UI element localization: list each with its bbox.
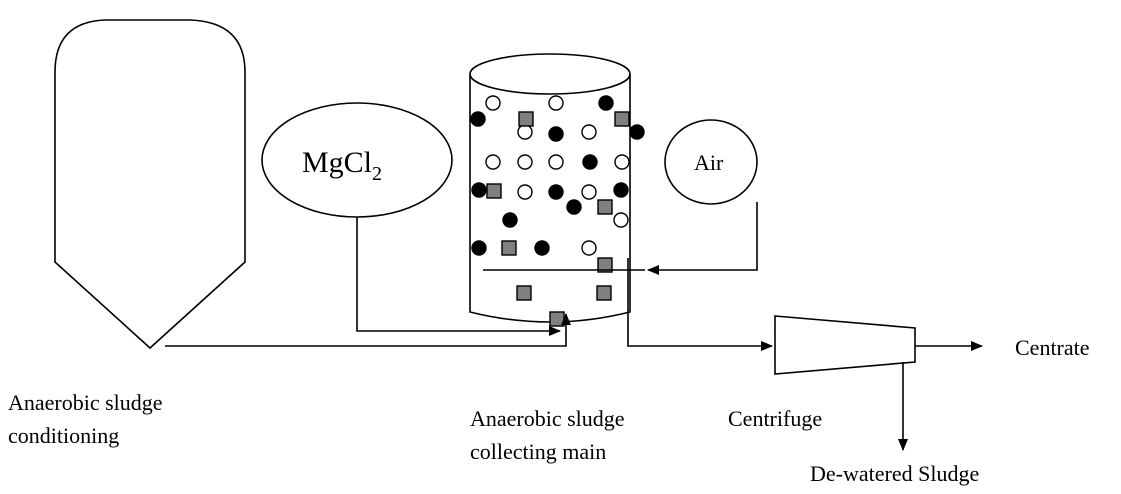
gray-square-particles — [486, 111, 630, 327]
centrate-label: Centrate — [1015, 335, 1090, 360]
mgcl2-feed-pipe — [356, 217, 561, 336]
open-circle-particles — [485, 95, 630, 256]
centrifuge-body — [774, 315, 916, 375]
collecting-main-top — [469, 53, 631, 95]
filled-circle-particles — [470, 95, 645, 256]
main-to-centrifuge-pipe — [627, 258, 773, 351]
air-label: Air — [694, 150, 724, 175]
air-ellipse — [664, 119, 758, 205]
collecting-main-label: Anaerobic sludge collecting main — [470, 406, 630, 464]
digester-label: Anaerobic sludge conditioning — [8, 390, 168, 448]
collecting-main-label-line1: Anaerobic sludge — [470, 406, 625, 431]
digester-label-line1: Anaerobic sludge — [8, 390, 163, 415]
digester-to-main-pipe — [165, 313, 571, 347]
digester-label-line2: conditioning — [8, 423, 119, 448]
mgcl2-base-text: MgCl — [302, 146, 372, 179]
centrifuge-label: Centrifuge — [728, 406, 822, 431]
mgcl2-label: MgCl2 — [302, 146, 382, 185]
collecting-main-label-line2: collecting main — [470, 439, 606, 464]
mgcl2-subscript-text: 2 — [372, 163, 382, 185]
dewatered-label: De-watered Sludge — [810, 461, 979, 486]
air-feed-pipe — [647, 202, 758, 275]
digester-tank — [54, 19, 246, 350]
